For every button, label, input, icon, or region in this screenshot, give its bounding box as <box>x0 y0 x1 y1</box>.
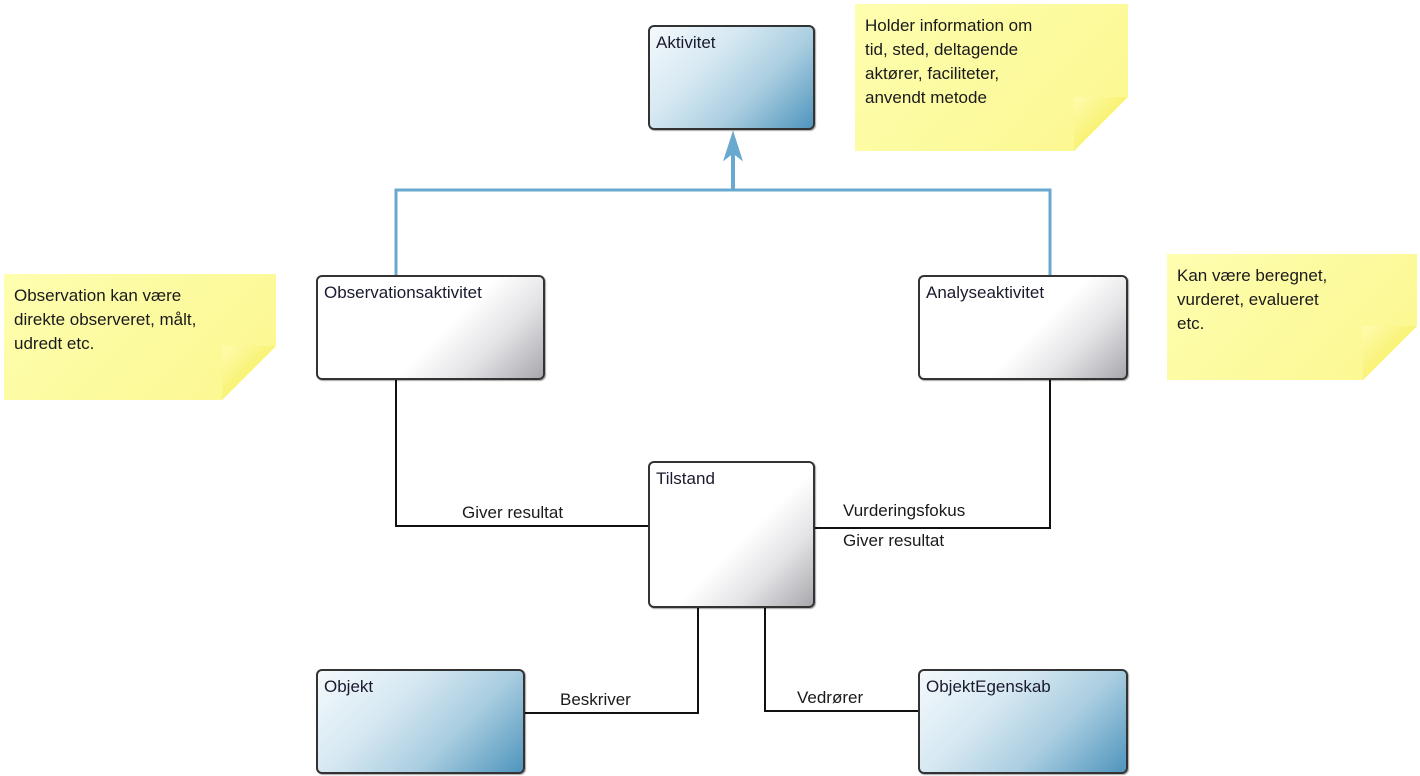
connector-label-giver-resultat-left: Giver resultat <box>462 503 564 522</box>
association-observation-tilstand <box>395 380 650 527</box>
connector-label-vurderingsfokus: Vurderingsfokus <box>843 501 966 520</box>
note-aktivitet-line-3: aktører, faciliteter, <box>865 64 1000 83</box>
note-observation: Observation kan være direkte observeret,… <box>4 274 276 400</box>
class-objekt[interactable]: Objekt <box>316 669 525 774</box>
note-analyse: Kan være beregnet, vurderet, evalueret e… <box>1167 254 1417 380</box>
inheritance-arrowhead-icon <box>723 130 743 162</box>
class-analyseaktivitet-label: Analyseaktivitet <box>926 283 1045 302</box>
inheritance-line-observation <box>394 188 1052 278</box>
association-tilstand-objektegenskab <box>764 607 918 712</box>
class-objektegenskab[interactable]: ObjektEgenskab <box>918 669 1128 774</box>
class-aktivitet[interactable]: Aktivitet <box>648 25 815 130</box>
class-tilstand-label: Tilstand <box>656 469 715 488</box>
class-observationsaktivitet-label: Observationsaktivitet <box>324 283 482 302</box>
class-observationsaktivitet[interactable]: Observationsaktivitet <box>316 275 545 380</box>
note-aktivitet-line-2: tid, sted, deltagende <box>865 40 1019 59</box>
note-observation-line-3: udredt etc. <box>14 334 95 353</box>
note-observation-line-1: Observation kan være <box>14 286 182 305</box>
class-aktivitet-label: Aktivitet <box>656 33 716 52</box>
note-analyse-line-2: vurderet, evalueret <box>1177 290 1319 309</box>
note-aktivitet: Holder information om tid, sted, deltage… <box>855 4 1128 151</box>
note-aktivitet-line-4: anvendt metode <box>865 88 987 107</box>
class-analyseaktivitet[interactable]: Analyseaktivitet <box>918 275 1128 380</box>
class-objekt-label: Objekt <box>324 677 374 696</box>
note-aktivitet-line-1: Holder information om <box>865 16 1033 35</box>
note-analyse-line-1: Kan være beregnet, <box>1177 266 1328 285</box>
class-tilstand[interactable]: Tilstand <box>648 461 815 608</box>
note-analyse-line-3: etc. <box>1177 314 1205 333</box>
class-objektegenskab-label: ObjektEgenskab <box>926 677 1051 696</box>
association-analyse-tilstand <box>811 380 1051 529</box>
connector-label-giver-resultat-right: Giver resultat <box>843 531 945 550</box>
connector-label-vedrorer: Vedrører <box>797 688 864 707</box>
note-observation-line-2: direkte observeret, målt, <box>14 310 197 329</box>
connector-label-beskriver: Beskriver <box>560 690 631 709</box>
association-tilstand-objekt <box>524 607 699 714</box>
